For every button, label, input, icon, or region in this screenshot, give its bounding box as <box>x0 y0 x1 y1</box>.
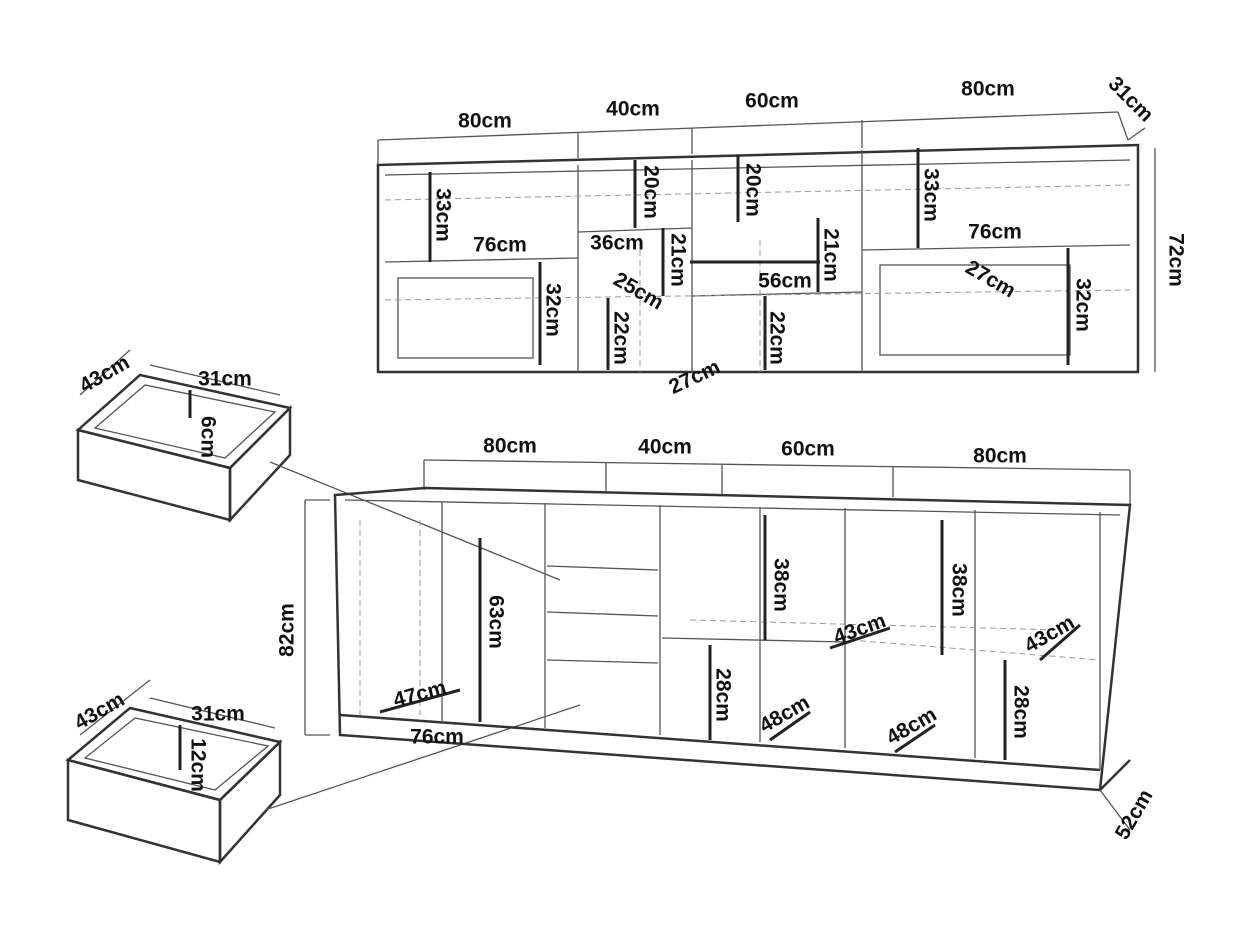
sideboard <box>304 459 1132 831</box>
drawer-large: 43cm 31cm 12cm <box>65 679 581 866</box>
drawer-large-width: 31cm <box>191 703 245 726</box>
dim-label: 38cm <box>769 558 792 612</box>
wall-unit <box>376 111 1156 374</box>
dim-label: 36cm <box>590 232 644 255</box>
dim-label: 33cm <box>919 168 942 222</box>
wall-height: 72cm <box>1164 233 1187 287</box>
wall-unit-labels: 80cm 40cm 60cm 80cm 31cm 72cm 33cm 76cm … <box>431 72 1187 399</box>
dim-label: 28cm <box>1009 685 1032 739</box>
drawer-small: 43cm 31cm 6cm <box>75 349 561 581</box>
sideboard-height: 82cm <box>276 603 299 657</box>
drawer-small-depth: 43cm <box>76 351 134 398</box>
wall-width-4: 80cm <box>961 78 1015 101</box>
sideboard-width-3: 60cm <box>781 438 835 461</box>
wall-width-2: 40cm <box>606 98 660 121</box>
dim-label: 20cm <box>741 163 764 217</box>
dim-label: 76cm <box>410 726 464 749</box>
dim-label: 21cm <box>819 228 842 282</box>
drawer-large-depth: 43cm <box>71 688 129 735</box>
dim-label: 20cm <box>639 165 662 219</box>
dim-label: 32cm <box>541 283 564 337</box>
dim-label: 28cm <box>711 668 734 722</box>
dim-label: 32cm <box>1071 278 1094 332</box>
dim-label: 22cm <box>609 311 632 365</box>
sideboard-labels: 80cm 40cm 60cm 80cm 82cm 52cm 63cm 47cm … <box>276 435 1158 844</box>
dim-label: 33cm <box>431 188 454 242</box>
drawer-large-height: 12cm <box>186 738 209 792</box>
dim-label: 27cm <box>961 256 1019 303</box>
wall-depth: 31cm <box>1104 72 1158 126</box>
dim-label: 56cm <box>758 270 812 293</box>
dim-label: 21cm <box>666 233 689 287</box>
sideboard-width-1: 80cm <box>483 435 537 458</box>
drawer-small-height: 6cm <box>196 416 219 458</box>
dim-label: 76cm <box>473 234 527 257</box>
dim-label: 27cm <box>665 355 723 399</box>
dim-label: 76cm <box>968 221 1022 244</box>
wall-width-1: 80cm <box>458 110 512 133</box>
dim-label: 47cm <box>391 676 449 712</box>
dim-label: 22cm <box>765 311 788 365</box>
sideboard-width-2: 40cm <box>638 436 692 459</box>
wall-width-3: 60cm <box>745 90 799 113</box>
drawer-small-width: 31cm <box>198 368 252 391</box>
dim-label: 63cm <box>484 595 507 649</box>
dim-label: 25cm <box>609 268 667 315</box>
dim-label: 43cm <box>831 609 889 649</box>
sideboard-width-4: 80cm <box>973 445 1027 468</box>
dim-label: 38cm <box>947 563 970 617</box>
